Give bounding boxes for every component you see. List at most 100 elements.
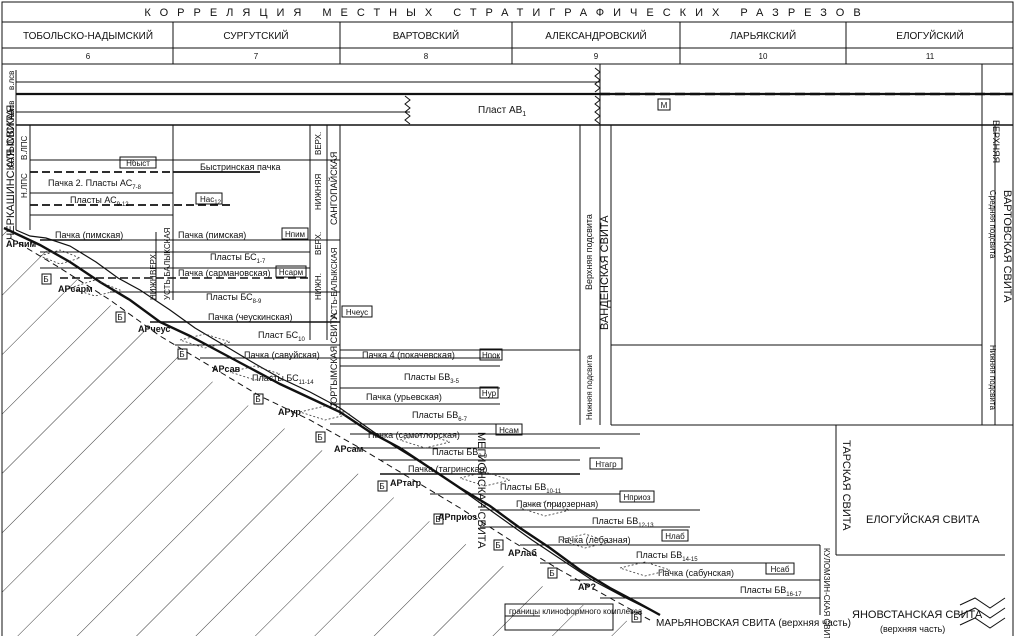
suite-v-lsv: в.лсв	[7, 71, 16, 90]
suite-yanov: ЯНОВСТАНСКАЯ СВИТА	[852, 609, 983, 621]
clinoform-boundaries	[3, 226, 661, 621]
suite-kulomz: КУЛОМЗИН-СКАЯ СВИТА	[822, 548, 831, 638]
vertical-suite-labels: ЧЕРКАШИНСКАЯ СВИТА АЛЫМСКАЯ в.лсв н.лсв …	[5, 71, 1013, 638]
unit-pokach: Пачка 4 (покачевская)	[362, 350, 455, 360]
unit-bv1415: Пласты БВ14-15	[636, 550, 698, 563]
ar-tagr: АРтагр	[390, 478, 422, 488]
unit-bv67: Пласты БВ6-7	[412, 410, 468, 423]
unit-bystr: Быстринская пачка	[200, 162, 281, 172]
marker-b-4: Б	[255, 395, 260, 404]
region-num-11: 11	[926, 52, 935, 61]
unit-pim-2: Пачка (пимская)	[178, 230, 246, 240]
region-name-11: ЕЛОГУЙСКИЙ	[896, 29, 963, 42]
unit-bv35: Пласты БВ3-5	[404, 372, 460, 385]
unit-av1: Пласт АВ1	[478, 105, 526, 118]
suite-elog: ЕЛОГУЙСКАЯ СВИТА	[866, 513, 980, 526]
region-name-7: СУРГУТСКИЙ	[223, 29, 288, 42]
unit-pim-1: Пачка (пимская)	[55, 230, 123, 240]
ar-prioz: АРприоз	[438, 512, 477, 522]
marker-b-2: Б	[117, 313, 122, 322]
ar-q: АР?	[578, 582, 596, 592]
ar-sam: АРсам	[334, 444, 364, 454]
suite-vartovsk: ВАРТОВСКАЯ СВИТА	[1001, 190, 1013, 303]
suite-cherkash: ЧЕРКАШИНСКАЯ СВИТА	[5, 108, 17, 240]
marker-b-8: Б	[495, 541, 500, 550]
unit-lebaz: Пачка (лебазная)	[558, 535, 631, 545]
unit-bs1114: Пласты БС11-14	[252, 373, 314, 386]
suite-vanden-low: Нижняя подсвита	[585, 355, 594, 420]
marker-ntagr: Нтагр	[595, 460, 617, 469]
unit-cheus: Пачка (чеускинская)	[208, 312, 293, 322]
ar-cheus: АРчеус	[138, 324, 170, 334]
suite-n-lsv: н.лсв	[7, 100, 16, 120]
suite-nlps: Н.ЛПС	[20, 173, 29, 198]
marker-nac12: Нас12	[200, 195, 222, 206]
marker-b-6: Б	[379, 482, 384, 491]
hatched-basement	[2, 230, 630, 636]
marker-b-5: Б	[317, 433, 322, 442]
unit-prioz: Пачка (приозерная)	[516, 499, 598, 509]
legend-clinoform: границы клиноформного комплекса	[509, 607, 643, 616]
suite-verkh-3: ВЕРХ.	[314, 232, 323, 255]
marker-m: М	[661, 101, 668, 110]
vartovsk-bands: Пачка (савуйская) Пачка 4 (покачевская) …	[200, 348, 820, 599]
suite-sangopai: САНГОПАЙСКАЯ	[328, 152, 339, 225]
suite-maryan: МАРЬЯНОВСКАЯ СВИТА (верхняя часть)	[656, 618, 851, 629]
unit-ac912: Пласты АС9-12	[70, 195, 129, 208]
region-name-6: ТОБОЛЬСКО-НАДЫМСКИЙ	[23, 29, 153, 42]
frame-lines	[1, 64, 1014, 636]
suite-vart-mid: Средняя подсвита	[988, 190, 997, 259]
marker-b-9: Б	[549, 569, 554, 578]
top-bands: Пласт АВ1 М	[16, 67, 1013, 126]
region-num-7: 7	[254, 52, 259, 61]
suite-vanden: ВАНДЕНСКАЯ СВИТА	[599, 215, 611, 330]
unit-samotl: Пачка (самотлорская)	[368, 430, 460, 440]
unit-bv1617: Пласты БВ16-17	[740, 585, 802, 598]
suite-nizhn-2: НИЖНЯЯ	[314, 174, 323, 210]
unit-ac78: Пачка 2. Пласты АС7-8	[48, 178, 142, 191]
suite-tarsk: ТАРСКАЯ СВИТА	[840, 440, 852, 531]
ar-pim: АРпим	[6, 239, 36, 249]
region-num-10: 10	[759, 52, 768, 61]
marker-ncheus: Нчеус	[346, 308, 368, 317]
suite-verkh-1: ВЕРХ.	[149, 252, 158, 275]
suite-nizhn-3: НИЖН.	[314, 273, 323, 300]
marker-nur: Нур	[482, 389, 497, 398]
suite-vlps: В.ЛПС	[20, 135, 29, 160]
region-num-8: 8	[424, 52, 429, 61]
ar-sav: АРсав	[212, 364, 241, 374]
marker-npok: Нпок	[482, 351, 501, 360]
horizontal-suite-labels: ЕЛОГУЙСКАЯ СВИТА ЯНОВСТАНСКАЯ СВИТА (вер…	[504, 513, 983, 634]
marker-npim: Нпим	[285, 230, 305, 239]
marker-b-1: Б	[43, 275, 48, 284]
marker-nsab: Нсаб	[771, 565, 790, 574]
unit-bv89: Пласты БВ8-9	[432, 447, 488, 460]
suite-vart-low: Нижняя подсвита	[988, 345, 997, 410]
suite-megion: МЕГИОНСКАЯ СВИТА	[475, 432, 487, 549]
marker-nsarm: Нсарм	[279, 268, 303, 277]
marker-nbyst: Нбыст	[126, 159, 150, 168]
marker-nlab: Нлаб	[665, 532, 685, 541]
suite-ust-balyk: УСТЬ-БАЛЫКСКАЯ	[330, 247, 339, 320]
suite-yanov-sub: (верхняя часть)	[880, 624, 945, 634]
marker-nprioz: Нприоз	[623, 493, 650, 502]
suite-nizhn-1: НИЖН.	[149, 273, 158, 300]
unit-sarm: Пачка (сармановская)	[178, 268, 270, 278]
unit-urev: Пачка (урьевская)	[366, 392, 442, 402]
ar-lab: АРлаб	[508, 548, 537, 558]
marker-nsam: Нсам	[499, 426, 519, 435]
ar-labels: АРпим АРсарм АРчеус АРсав АРур АРсам АРт…	[6, 239, 596, 592]
region-name-8: ВАРТОВСКИЙ	[393, 29, 459, 42]
marker-b-10: Б	[633, 613, 638, 622]
region-name-10: ЛАРЬЯКСКИЙ	[730, 29, 796, 42]
diagram-title: КОРРЕЛЯЦИЯ МЕСТНЫХ СТРАТИГРАФИЧЕСКИХ РАЗ…	[144, 7, 869, 19]
unit-bs17: Пласты БС1-7	[210, 252, 266, 265]
ar-sarm: АРсарм	[58, 284, 93, 294]
suite-verkh-2: ВЕРХ.	[314, 132, 323, 155]
b-markers: Б Б Б Б Б Б Б Б Б Б	[41, 273, 642, 623]
region-name-9: АЛЕКСАНДРОВСКИЙ	[545, 29, 647, 42]
unit-bv1011: Пласты БВ10-11	[500, 482, 562, 495]
unit-bs10: Пласт БС10	[258, 330, 305, 343]
suite-vanden-up: Верхняя подсвита	[584, 214, 594, 290]
